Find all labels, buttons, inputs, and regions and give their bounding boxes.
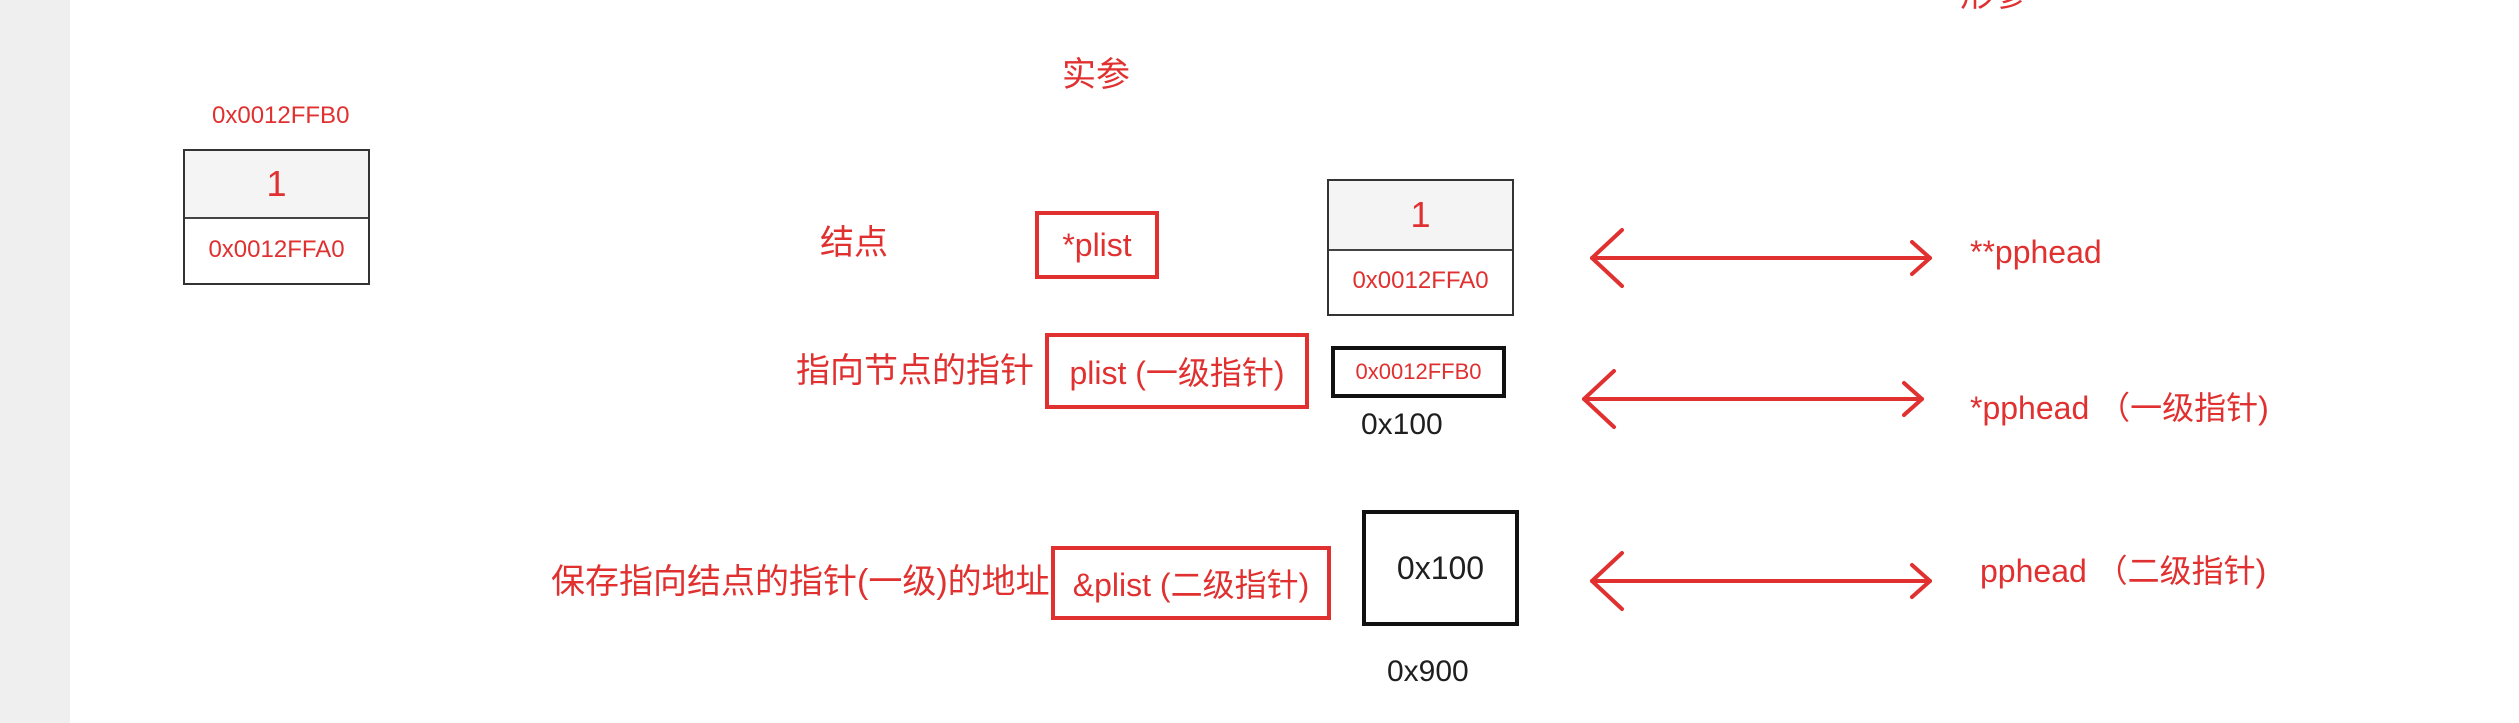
row2-right-label: *pphead （一级指针) [1970, 390, 2269, 426]
right-node-next-text: 0x0012FFA0 [1352, 267, 1489, 294]
left-margin-strip [0, 0, 70, 723]
right-node-value: 1 [1329, 181, 1512, 251]
left-node-value-text: 1 [266, 163, 287, 204]
row2-cell-address: 0x100 [1361, 408, 1443, 441]
row2-boxed-label-text: plist (一级指针) [1069, 355, 1285, 391]
row1-left-label: 结点 [820, 224, 888, 262]
row3-pointer-cell-value: 0x100 [1396, 549, 1485, 586]
left-node-next-text: 0x0012FFA0 [208, 236, 345, 263]
actual-parameter-heading: 实参 [1062, 56, 1130, 94]
row3-boxed-label: &plist (二级指针) [1051, 546, 1331, 620]
row3-double-arrow [1590, 551, 1932, 611]
row1-right-label: **pphead [1970, 234, 2102, 270]
left-node-address-label: 0x0012FFB0 [212, 102, 350, 129]
left-node-value: 1 [185, 151, 368, 219]
left-node-next: 0x0012FFA0 [185, 217, 368, 283]
row3-left-label: 保存指向结点的指针(一级)的地址 [551, 563, 1050, 601]
row3-cell-address: 0x900 [1387, 655, 1469, 688]
row3-right-label: pphead （二级指针) [1980, 553, 2267, 589]
row3-boxed-label-text: &plist (二级指针) [1072, 567, 1310, 603]
row2-boxed-label: plist (一级指针) [1045, 333, 1309, 409]
row2-left-label: 指向节点的指针 [796, 352, 1034, 390]
row2-pointer-cell: 0x0012FFB0 [1331, 346, 1506, 398]
row2-double-arrow [1582, 369, 1924, 429]
left-node: 1 0x0012FFA0 [183, 149, 370, 285]
row1-double-arrow [1590, 228, 1932, 288]
right-node-value-text: 1 [1410, 194, 1431, 235]
formal-parameter-heading: 形参 [1960, 0, 2028, 12]
row1-boxed-label: *plist [1035, 211, 1159, 279]
right-node-next: 0x0012FFA0 [1329, 248, 1512, 314]
row3-pointer-cell: 0x100 [1362, 510, 1519, 626]
right-node: 1 0x0012FFA0 [1327, 179, 1514, 316]
row2-pointer-cell-value: 0x0012FFB0 [1355, 359, 1482, 384]
row1-boxed-label-text: *plist [1062, 226, 1132, 263]
